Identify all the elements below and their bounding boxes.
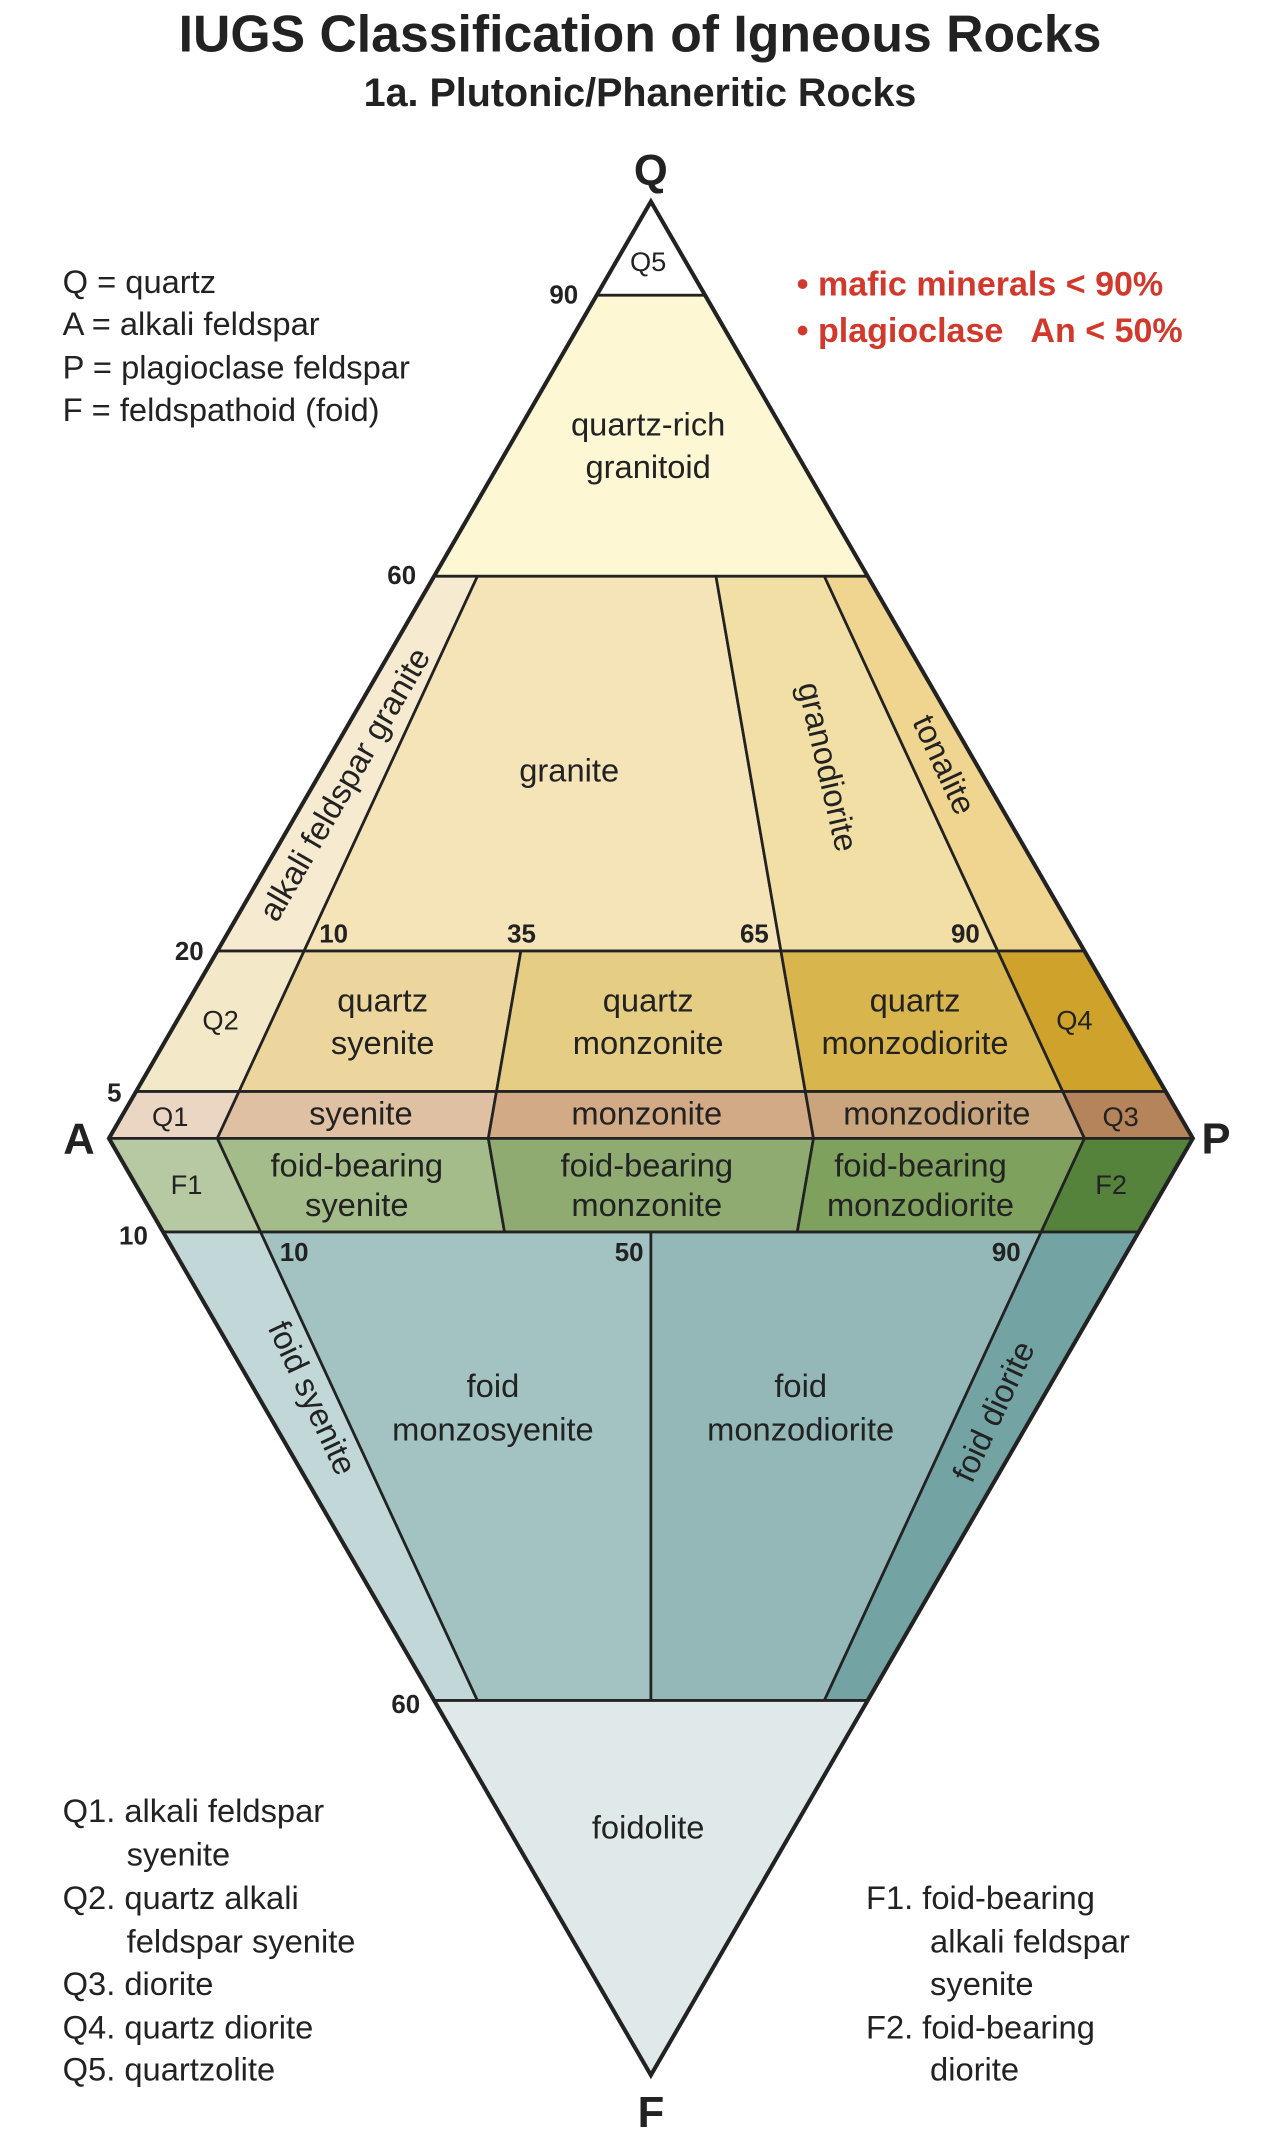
diagram-outline [106,197,1196,2080]
tick: 10 [280,1239,309,1267]
notes-f: F1. foid-bearing alkali feldspar syenite… [866,1879,1130,2088]
region-quartz-monzonite [495,949,807,1093]
tick: 90 [951,920,980,948]
tick: 60 [391,1691,420,1719]
label-f2: F2 [1095,1169,1127,1200]
tick: 35 [507,920,536,948]
label-q3: Q3 [1103,1101,1139,1132]
condition-item: • plagioclase An < 50% [797,312,1183,350]
label-monzonite: monzonite [571,1095,722,1132]
label-foid-bearing-monzonite: foid-bearing [561,1146,734,1183]
vertex-p: P [1201,1115,1230,1163]
key-item: A = alkali feldspar [63,305,320,342]
mineral-key: Q = quartz A = alkali feldspar P = plagi… [63,263,410,428]
label-foid-bearing-monzonite: monzonite [571,1186,722,1223]
tick: 20 [175,938,204,966]
label-quartz-monzonite: monzonite [573,1024,724,1061]
label-quartz-monzonite: quartz [603,982,694,1019]
label-foid-monzodiorite: monzodiorite [707,1411,894,1448]
note-line: F1. foid-bearing [866,1879,1095,1916]
label-quartz-rich-granitoid: quartz-rich [571,406,725,443]
tick: 50 [615,1239,644,1267]
note-line: alkali feldspar [930,1923,1130,1960]
tick: 65 [740,920,769,948]
note-line: diorite [930,2051,1019,2088]
conditions: • mafic minerals < 90% • plagioclase An … [797,265,1183,349]
title: IUGS Classification of Igneous Rocks [179,5,1102,63]
note-line: Q1. alkali feldspar [63,1792,325,1829]
note-line: feldspar syenite [127,1923,356,1960]
vertex-q: Q [634,147,668,195]
label-foid-monzosyenite: monzosyenite [392,1411,594,1448]
label-syenite: syenite [309,1095,413,1132]
label-quartz-syenite: quartz [337,982,428,1019]
label-granite: granite [519,752,619,789]
label-foid-bearing-syenite: syenite [305,1186,409,1223]
label-f1: F1 [171,1169,203,1200]
label-foid-monzosyenite: foid [467,1367,520,1404]
key-item: Q = quartz [63,263,216,300]
vertex-f: F [638,2089,665,2137]
tick: 10 [119,1223,148,1251]
label-foid-bearing-monzodiorite: foid-bearing [834,1146,1007,1183]
subtitle: 1a. Plutonic/Phaneritic Rocks [364,71,917,115]
regions [106,197,1196,2080]
note-line: Q3. diorite [63,1965,214,2002]
tick: 5 [107,1080,121,1108]
label-quartz-syenite: syenite [331,1024,435,1061]
key-item: P = plagioclase feldspar [63,349,410,386]
region-foidolite [432,1699,870,2077]
note-line: Q5. quartzolite [63,2051,275,2088]
tick: 60 [387,562,416,590]
label-foid-bearing-syenite: foid-bearing [270,1146,443,1183]
note-line: Q2. quartz alkali [63,1879,299,1916]
label-foid-bearing-monzodiorite: monzodiorite [827,1186,1014,1223]
label-quartz-rich-granitoid: granitoid [586,448,711,485]
label-q5: Q5 [630,246,666,277]
tick: 90 [549,282,578,310]
note-line: syenite [930,1965,1034,2002]
label-foid-monzodiorite: foid [774,1367,827,1404]
label-q2: Q2 [202,1004,238,1035]
vertex-a: A [63,1115,94,1163]
notes-q: Q1. alkali feldspar syenite Q2. quartz a… [63,1792,356,2088]
label-quartz-monzodiorite: quartz [870,982,961,1019]
note-line: F2. foid-bearing [866,2008,1095,2045]
label-quartz-monzodiorite: monzodiorite [822,1024,1009,1061]
key-item: F = feldspathoid (foid) [63,391,380,428]
condition-item: • mafic minerals < 90% [797,265,1164,303]
note-line: Q4. quartz diorite [63,2008,314,2045]
label-q4: Q4 [1056,1004,1092,1035]
label-monzodiorite: monzodiorite [843,1095,1030,1132]
label-foidolite: foidolite [592,1808,705,1845]
label-q1: Q1 [152,1101,188,1132]
tick: 10 [319,920,348,948]
tick: 90 [992,1239,1021,1267]
note-line: syenite [127,1835,231,1872]
